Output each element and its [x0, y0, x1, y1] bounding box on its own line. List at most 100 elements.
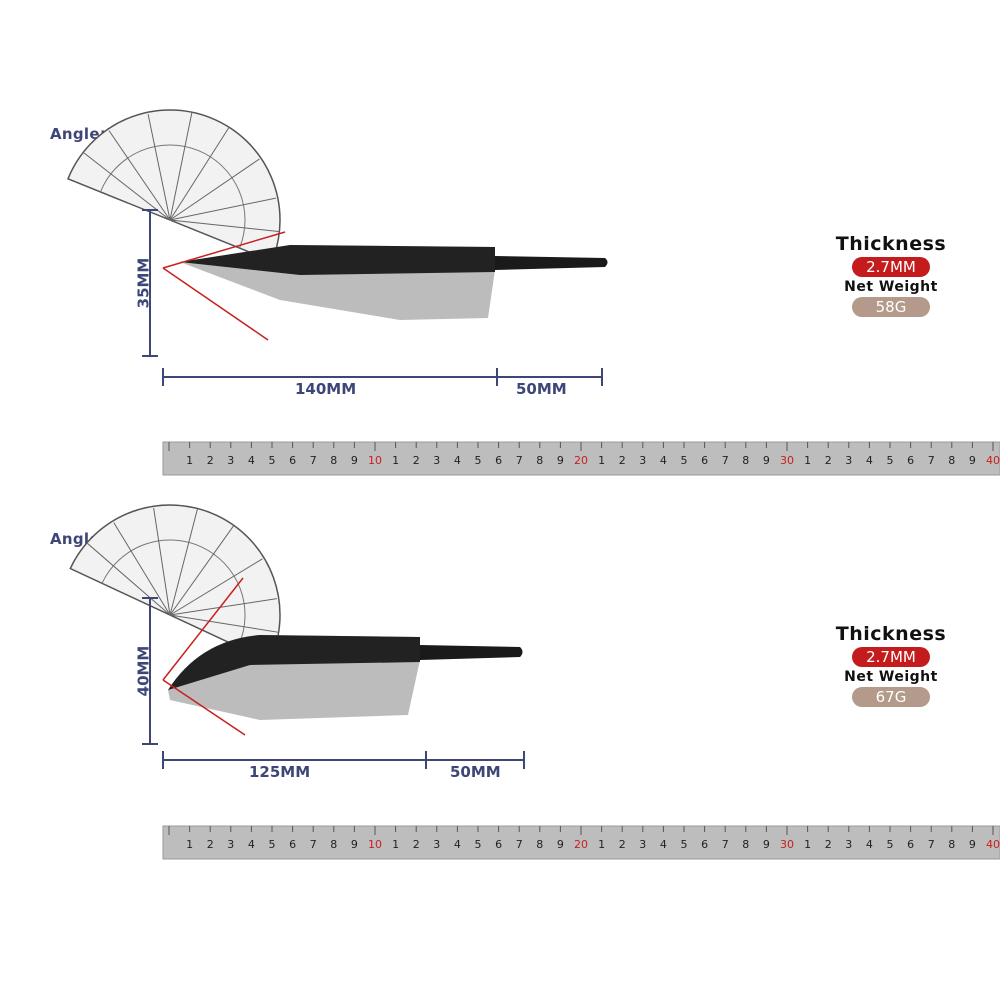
ruler-number: 1: [186, 838, 193, 851]
ruler-number: 6: [289, 454, 296, 467]
ruler-number: 9: [763, 454, 770, 467]
ruler-number: 9: [351, 838, 358, 851]
blade-length-dimension: 140MM: [295, 380, 357, 398]
ruler-number: 6: [289, 838, 296, 851]
ruler-number: 3: [845, 838, 852, 851]
protractor: [69, 504, 281, 663]
ruler-number: 7: [722, 454, 729, 467]
ruler-number: 7: [928, 838, 935, 851]
ruler-number: 5: [475, 838, 482, 851]
ruler-number: 5: [887, 838, 894, 851]
weight-value: 58G: [852, 297, 930, 317]
handle-length-dimension: 50MM: [450, 763, 501, 781]
ruler-number: 8: [948, 838, 955, 851]
ruler-number: 7: [310, 838, 317, 851]
ruler-number: 2: [825, 838, 832, 851]
ruler-number: 8: [742, 838, 749, 851]
ruler-number: 7: [516, 838, 523, 851]
ruler-number: 2: [413, 454, 420, 467]
ruler-number: 3: [433, 838, 440, 851]
protractor: [67, 109, 281, 263]
ruler-number: 8: [330, 838, 337, 851]
blade-length-dimension: 125MM: [249, 763, 311, 781]
ruler-number: 1: [804, 454, 811, 467]
knife-panel-1: Angle:53°: [50, 109, 1000, 476]
spec-block-2: Thickness 2.7MM Net Weight 67G: [811, 623, 971, 707]
ruler-number: 2: [825, 454, 832, 467]
ruler-number: 4: [454, 838, 461, 851]
ruler-number: 2: [619, 838, 626, 851]
ruler-number: 5: [887, 454, 894, 467]
ruler-number: 9: [557, 838, 564, 851]
weight-title: Net Weight: [844, 669, 938, 685]
thickness-value: 2.7MM: [852, 647, 930, 667]
thickness-title: Thickness: [835, 233, 947, 255]
ruler-number: 3: [433, 454, 440, 467]
ruler-number: 6: [701, 454, 708, 467]
ruler-number: 2: [619, 454, 626, 467]
ruler-number: 40: [986, 838, 1000, 851]
ruler-number: 1: [804, 838, 811, 851]
ruler-number: 20: [574, 454, 588, 467]
ruler-number: 4: [866, 454, 873, 467]
knife-blade-2: [168, 635, 523, 720]
ruler-number: 4: [660, 454, 667, 467]
ruler-number: 40: [986, 454, 1000, 467]
ruler-number: 4: [660, 838, 667, 851]
ruler-number: 3: [227, 454, 234, 467]
weight-value: 67G: [852, 687, 930, 707]
ruler-number: 4: [866, 838, 873, 851]
ruler-number: 2: [413, 838, 420, 851]
ruler-number: 6: [495, 838, 502, 851]
ruler-number: 6: [701, 838, 708, 851]
ruler-number: 8: [536, 838, 543, 851]
thickness-value: 2.7MM: [852, 257, 930, 277]
ruler-number: 6: [495, 454, 502, 467]
ruler-number: 9: [351, 454, 358, 467]
ruler-number: 8: [742, 454, 749, 467]
ruler-number: 1: [186, 454, 193, 467]
ruler-number: 9: [557, 454, 564, 467]
ruler-number: 3: [639, 838, 646, 851]
ruler-number: 2: [207, 454, 214, 467]
ruler-number: 30: [780, 838, 794, 851]
ruler-number: 4: [248, 454, 255, 467]
ruler-number: 8: [536, 454, 543, 467]
ruler-number: 5: [681, 454, 688, 467]
ruler-number: 5: [269, 838, 276, 851]
knife-blade-1: [180, 245, 608, 320]
ruler-number: 1: [392, 454, 399, 467]
ruler-number: 8: [948, 454, 955, 467]
ruler-number: 1: [598, 838, 605, 851]
spec-block-1: Thickness 2.7MM Net Weight 58G: [811, 233, 971, 317]
ruler-number: 10: [368, 454, 382, 467]
ruler-number: 9: [763, 838, 770, 851]
ruler-number: 5: [681, 838, 688, 851]
ruler-number: 9: [969, 454, 976, 467]
ruler-number: 30: [780, 454, 794, 467]
ruler-number: 7: [722, 838, 729, 851]
ruler-number: 4: [248, 838, 255, 851]
ruler-number: 7: [310, 454, 317, 467]
ruler-number: 7: [928, 454, 935, 467]
ruler-number: 1: [598, 454, 605, 467]
ruler-number: 7: [516, 454, 523, 467]
ruler-number: 8: [330, 454, 337, 467]
weight-title: Net Weight: [844, 279, 938, 295]
ruler-number: 5: [269, 454, 276, 467]
ruler-number: 2: [207, 838, 214, 851]
ruler-number: 5: [475, 454, 482, 467]
ruler-number: 1: [392, 838, 399, 851]
height-dimension: 40MM: [134, 645, 153, 697]
ruler-number: 6: [907, 454, 914, 467]
ruler-number: 4: [454, 454, 461, 467]
ruler-number: 6: [907, 838, 914, 851]
ruler-number: 3: [845, 454, 852, 467]
ruler-number: 9: [969, 838, 976, 851]
handle-length-dimension: 50MM: [516, 380, 567, 398]
